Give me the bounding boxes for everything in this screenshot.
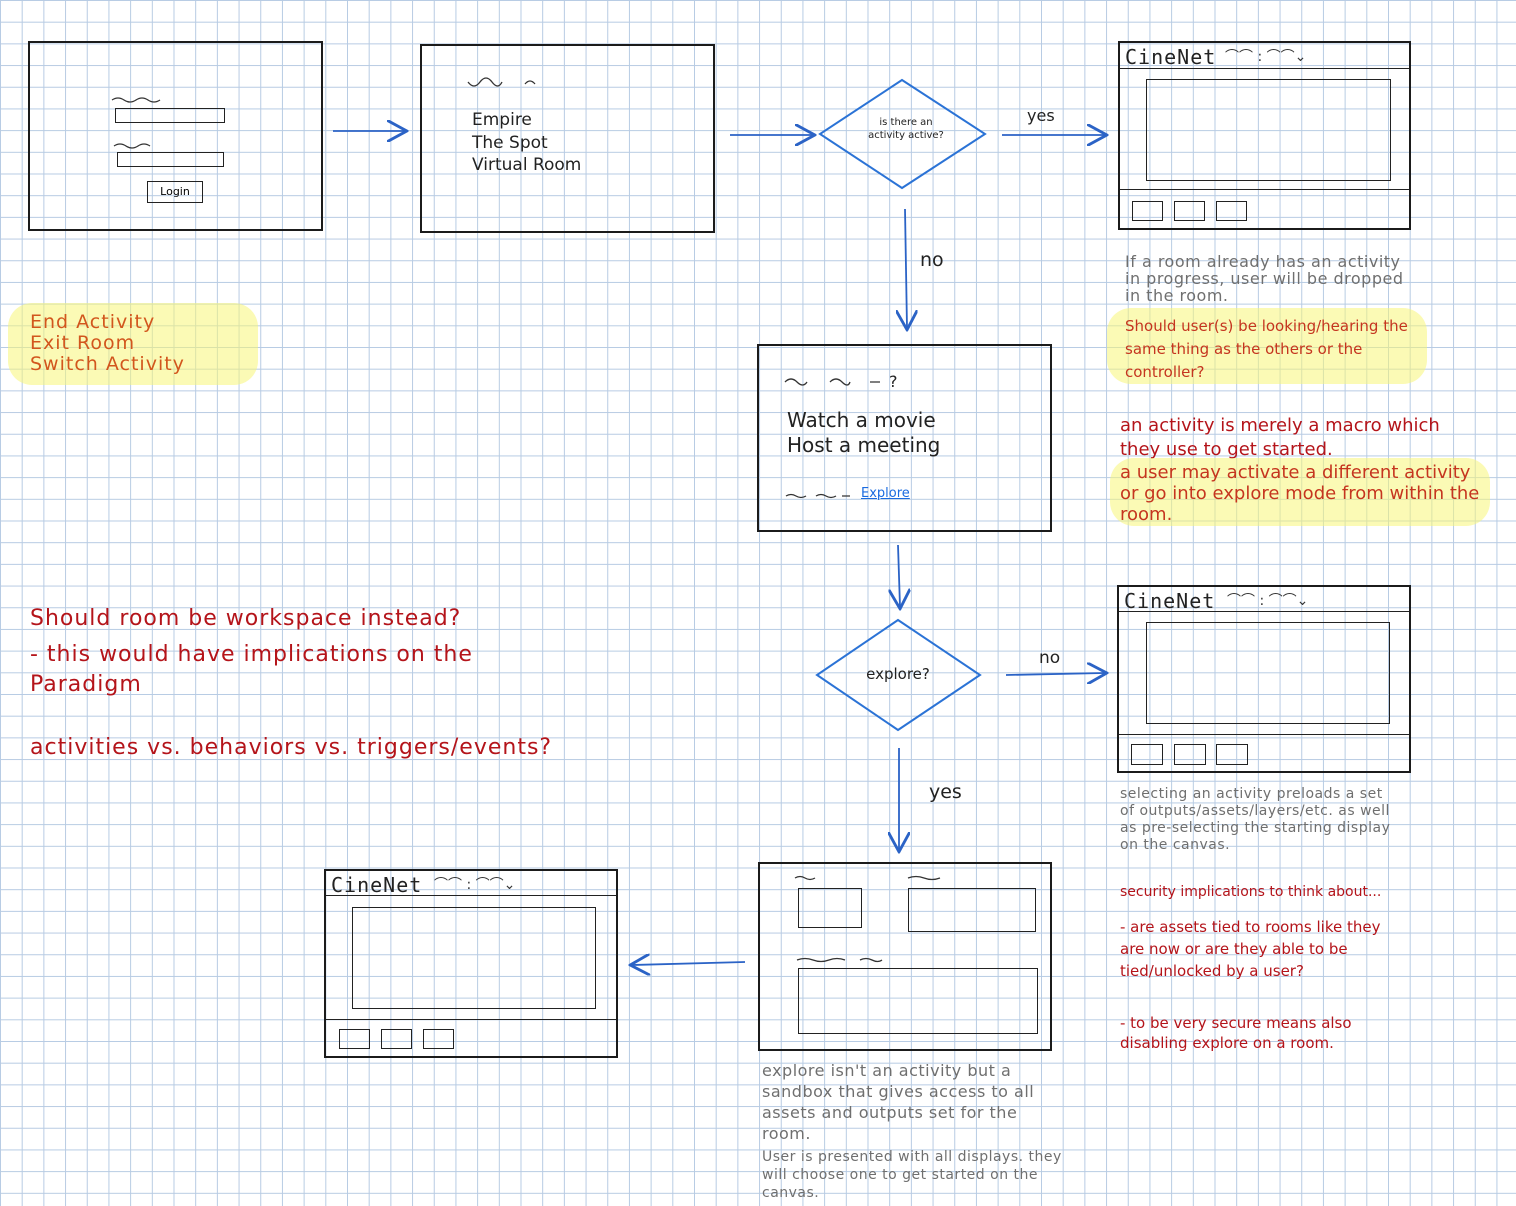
login-button[interactable]: Login	[147, 181, 203, 203]
activity-watch-movie[interactable]: Watch a movie	[787, 408, 936, 432]
canvas-area	[352, 907, 596, 1009]
cinenet-menu-squiggle: ⌒⌒ : ⌒⌒⌄	[434, 877, 516, 893]
note-workspace: Should room be workspace instead?	[30, 606, 462, 631]
note-security-title: security implications to think about...	[1120, 884, 1382, 900]
decision2-no-label: no	[1039, 648, 1061, 668]
squiggle-spaces-title	[467, 77, 536, 87]
cinenet-title: CineNet	[331, 873, 423, 897]
note-explore-displays: User is presented with all displays. the…	[762, 1149, 1062, 1201]
header-divider	[1119, 611, 1409, 612]
space-item-virtual-room[interactable]: Virtual Room	[472, 155, 582, 175]
decision1-yes-label: yes	[1027, 106, 1055, 125]
display-thumb-2[interactable]	[1174, 744, 1206, 765]
display-thumb-2[interactable]	[1174, 201, 1205, 221]
explore-link[interactable]: Explore	[861, 486, 910, 501]
decision-explore-text: explore?	[866, 665, 930, 683]
explore-panel-medium[interactable]	[908, 888, 1036, 932]
footer-divider	[1120, 189, 1409, 190]
cinenet-screen-middle: CineNet ⌒⌒ : ⌒⌒⌄	[1117, 585, 1411, 773]
arrow-explore-to-cinenet	[632, 962, 746, 965]
cinenet-menu-squiggle: ⌒⌒ : ⌒⌒⌄	[1225, 49, 1307, 65]
decision2-yes-label: yes	[929, 781, 962, 803]
action-end-activity: End Activity	[30, 311, 156, 333]
cinenet-screen-bottom: CineNet ⌒⌒ : ⌒⌒⌄	[324, 869, 618, 1058]
login-screen: Login	[28, 41, 323, 231]
note-explore-sandbox: explore isn't an activity but a sandbox …	[762, 1061, 1035, 1143]
highlight-activity-actions	[8, 303, 258, 385]
squiggle-explore-b	[907, 875, 941, 881]
note-security-1: - are assets tied to rooms like they are…	[1120, 918, 1381, 980]
arrow-decision2-no	[1005, 673, 1105, 675]
note-should-users: Should user(s) be looking/hearing the sa…	[1125, 317, 1408, 381]
explore-panel-wide[interactable]	[798, 968, 1038, 1034]
canvas-area	[1146, 622, 1390, 724]
activity-question-mark: ?	[889, 372, 898, 391]
note-room-in-progress: If a room already has an activity in pro…	[1125, 252, 1404, 305]
cinenet-title: CineNet	[1124, 589, 1216, 613]
explore-panel-small[interactable]	[798, 888, 862, 928]
space-item-the-spot[interactable]: The Spot	[472, 133, 548, 153]
header-divider	[1120, 68, 1409, 69]
cinenet-title: CineNet	[1125, 45, 1217, 69]
space-item-empire[interactable]: Empire	[472, 110, 532, 130]
decision-diamond-explore	[815, 618, 982, 732]
squiggle-explore-c	[796, 957, 883, 963]
footer-divider	[1119, 734, 1409, 735]
display-thumb-1[interactable]	[1131, 744, 1163, 765]
activity-actions-list: End Activity Exit Room Switch Activity	[30, 312, 185, 375]
squiggle-activity-explore	[785, 493, 850, 499]
note-activities-vs: activities vs. behaviors vs. triggers/ev…	[30, 735, 553, 760]
display-thumb-2[interactable]	[381, 1029, 412, 1049]
arrow-decision1-no	[905, 208, 907, 328]
decision1-no-label: no	[920, 249, 944, 271]
note-implications: - this would have implications on the Pa…	[30, 642, 473, 697]
header-divider	[326, 895, 616, 896]
note-macro: an activity is merely a macro which they…	[1120, 415, 1440, 460]
display-thumb-3[interactable]	[1216, 201, 1247, 221]
cinenet-menu-squiggle: ⌒⌒ : ⌒⌒⌄	[1227, 593, 1309, 609]
display-thumb-3[interactable]	[423, 1029, 454, 1049]
password-field[interactable]	[117, 152, 224, 167]
cinenet-screen-top: CineNet ⌒⌒ : ⌒⌒⌄	[1118, 41, 1411, 230]
arrow-activity-to-decision2	[898, 544, 900, 607]
note-security-2: - to be very secure means also disabling…	[1120, 1014, 1352, 1052]
action-exit-room: Exit Room	[30, 332, 136, 354]
squiggle-explore-a	[794, 875, 816, 881]
display-thumb-3[interactable]	[1216, 744, 1248, 765]
username-field[interactable]	[115, 108, 225, 123]
decision-diamond-activity	[818, 78, 987, 190]
squiggle-login-user	[111, 97, 161, 103]
activity-host-meeting[interactable]: Host a meeting	[787, 433, 941, 457]
action-switch-activity: Switch Activity	[30, 353, 185, 375]
highlight-should-users	[1107, 308, 1427, 384]
note-preloads: selecting an activity preloads a set of …	[1120, 786, 1391, 853]
canvas-area	[1146, 79, 1391, 181]
decision-activity-text: is there an activity active?	[868, 117, 944, 141]
squiggle-activity-title	[784, 378, 880, 386]
display-thumb-1[interactable]	[339, 1029, 370, 1049]
space-select-screen: Empire The Spot Virtual Room	[420, 44, 715, 233]
note-explore-mode: a user may activate a different activity…	[1120, 462, 1480, 525]
squiggle-login-pass	[113, 143, 151, 149]
highlight-macro	[1110, 458, 1490, 526]
activity-select-screen: ? Watch a movie Host a meeting Explore	[757, 344, 1052, 532]
explore-screen	[758, 862, 1052, 1051]
display-thumb-1[interactable]	[1132, 201, 1163, 221]
footer-divider	[326, 1019, 616, 1020]
